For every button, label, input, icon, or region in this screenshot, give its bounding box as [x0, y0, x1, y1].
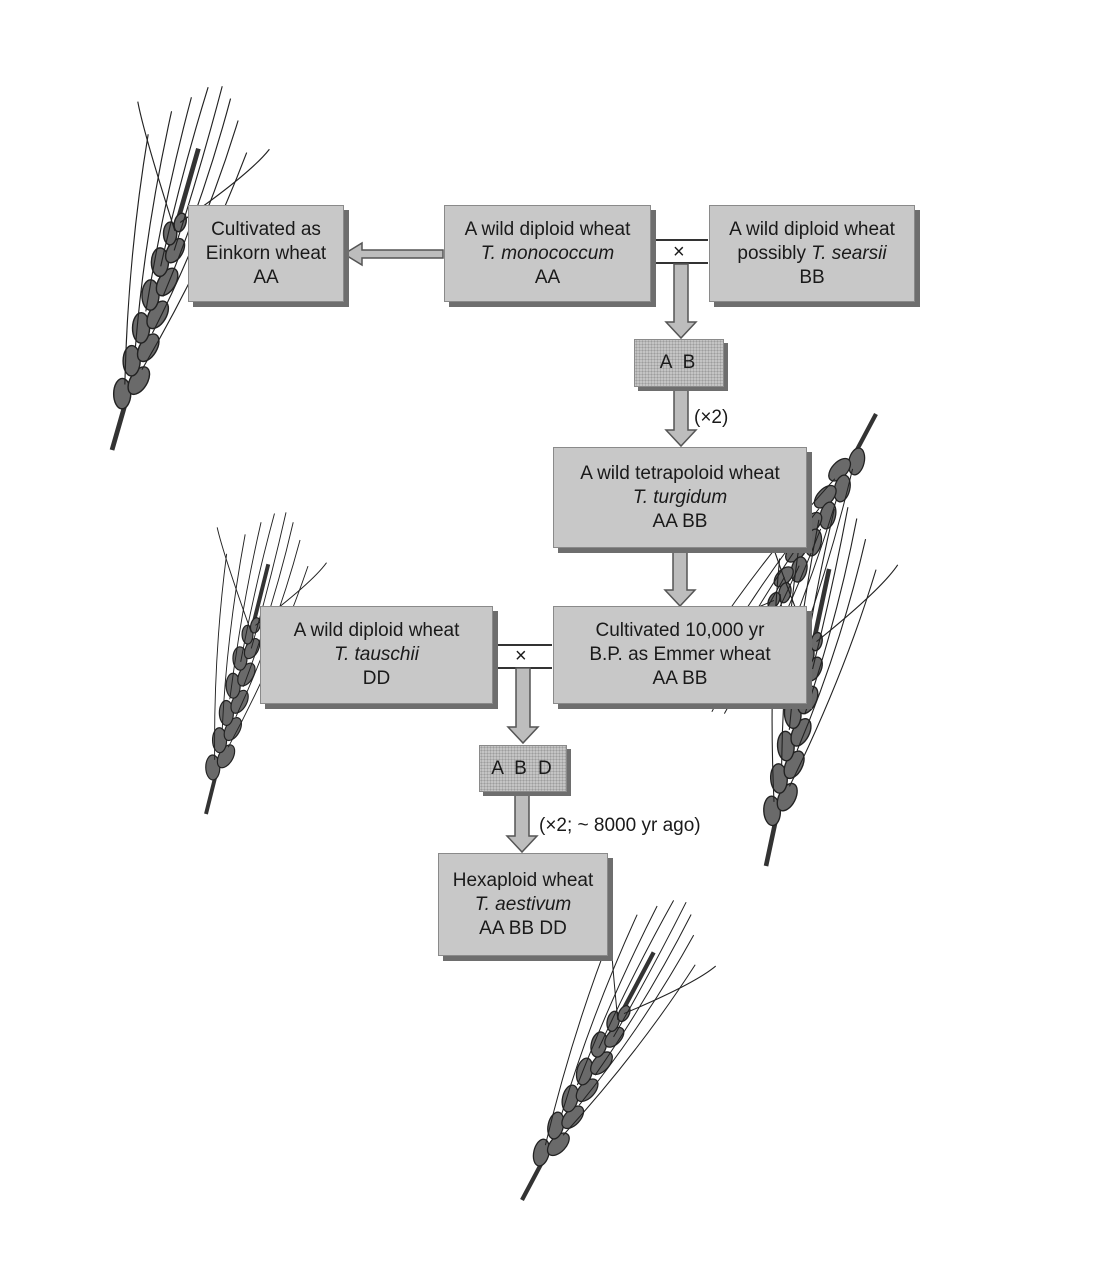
turgidum-species: T. turgidum — [632, 486, 728, 508]
turgidum-line1: A wild tetrapoloid wheat — [580, 462, 780, 484]
arrow-to-emmer — [663, 547, 697, 608]
aestivum-genome: AA BB DD — [479, 917, 567, 939]
hybrid-ab-label: A B — [659, 352, 699, 373]
tauschii-species: T. tauschii — [334, 644, 419, 665]
searsii-line1: A wild diploid wheat — [729, 218, 895, 240]
searsii-line2: possibly T. searsii — [737, 242, 886, 266]
aestivum-species: T. aestivum — [474, 893, 572, 915]
einkorn-genome: AA — [253, 266, 279, 288]
aestivum-box: Hexaploid wheat T. aestivum AA BB DD — [438, 853, 608, 956]
emmer-line2: B.P. as Emmer wheat — [589, 644, 771, 665]
arrows — [342, 241, 698, 854]
tauschii-box: A wild diploid wheat T. tauschii DD — [260, 606, 493, 704]
monococcum-box: A wild diploid wheat T. monococcum AA — [444, 205, 651, 302]
searsii-species: T. searsii — [811, 242, 887, 264]
einkorn-box: Cultivated as Einkorn wheat AA — [188, 205, 344, 302]
turgidum-box: A wild tetrapoloid wheat T. turgidum AA … — [553, 447, 807, 548]
hybrid-abd-box: A B D — [479, 745, 567, 792]
einkorn-line1: Cultivated as — [211, 218, 321, 240]
cross-symbol-top: × — [673, 241, 685, 263]
searsii-box: A wild diploid wheat possibly T. searsii… — [709, 205, 915, 302]
tauschii-genome: DD — [362, 668, 391, 689]
tauschii-line1: A wild diploid wheat — [293, 620, 460, 641]
emmer-box: Cultivated 10,000 yr B.P. as Emmer wheat… — [553, 606, 807, 704]
emmer-line1: Cultivated 10,000 yr — [595, 620, 765, 641]
monococcum-line1: A wild diploid wheat — [464, 218, 631, 240]
monococcum-species: T. monococcum — [480, 242, 615, 264]
doubling-note-2: (×2; ~ 8000 yr ago) — [539, 815, 701, 836]
searsii-genome: BB — [799, 266, 825, 288]
turgidum-genome: AA BB — [652, 510, 708, 532]
cross-symbol-middle: × — [515, 645, 527, 667]
searsii-prefix: possibly — [737, 242, 812, 264]
arrow-to-aestivum — [505, 792, 539, 854]
arrow-to-einkorn — [342, 241, 444, 267]
hybrid-abd-label: A B D — [491, 757, 555, 779]
emmer-genome: AA BB — [652, 668, 708, 689]
aestivum-line1: Hexaploid wheat — [452, 869, 594, 891]
monococcum-genome: AA — [534, 266, 561, 288]
doubling-note-1: (×2) — [694, 407, 729, 428]
arrow-to-ab — [664, 263, 698, 340]
arrow-to-turgidum — [664, 387, 698, 448]
arrow-to-abd — [506, 667, 540, 745]
hybrid-ab-box: A B — [634, 339, 724, 387]
einkorn-line2: Einkorn wheat — [205, 242, 327, 264]
